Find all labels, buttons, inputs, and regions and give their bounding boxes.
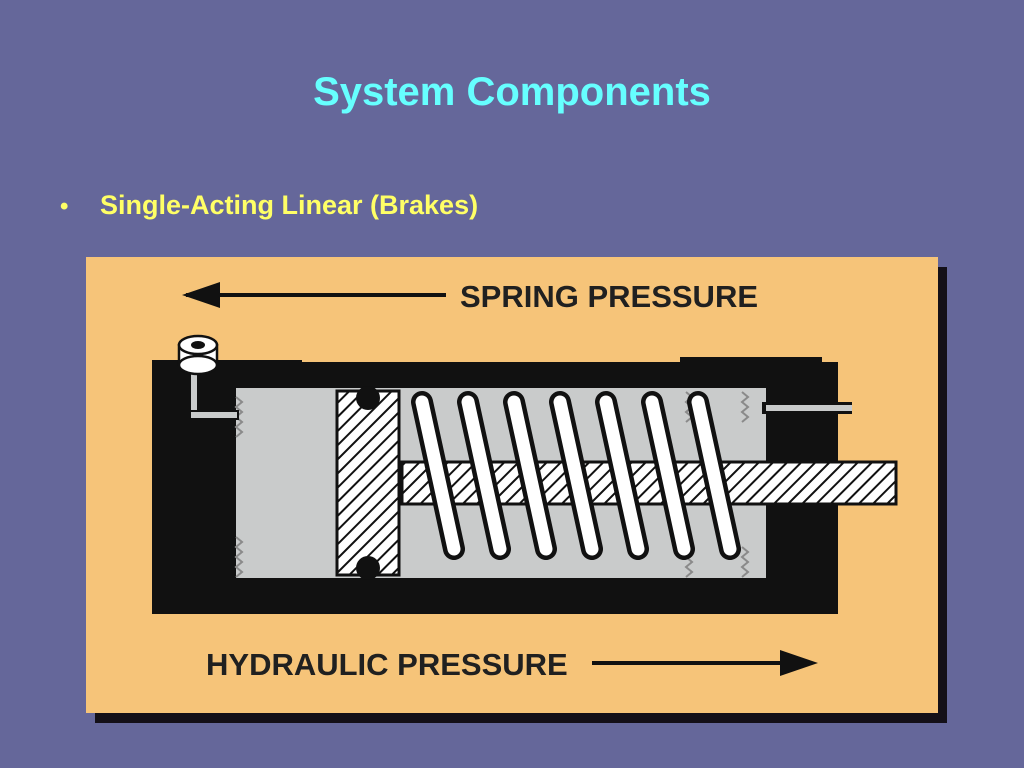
spring-pressure-label: SPRING PRESSURE bbox=[460, 279, 758, 314]
piston-seal-top bbox=[356, 386, 380, 410]
return-spring bbox=[411, 391, 741, 560]
slide-title: System Components bbox=[313, 70, 711, 114]
bullet-text: Single-Acting Linear (Brakes) bbox=[100, 190, 479, 220]
bullet-item: • Single-Acting Linear (Brakes) bbox=[60, 190, 478, 221]
bullet-marker: • bbox=[60, 193, 69, 220]
spring-pressure-arrow bbox=[182, 282, 446, 308]
hydraulic-pressure-label: HYDRAULIC PRESSURE bbox=[206, 647, 568, 682]
vent-port bbox=[762, 402, 852, 414]
piston-seal-bottom bbox=[356, 556, 380, 580]
hydraulic-pressure-arrow bbox=[592, 650, 818, 676]
bleeder-fitting bbox=[177, 334, 239, 420]
cylinder-diagram-svg: SPRING PRESSURE bbox=[152, 279, 898, 682]
cylinder-diagram: SPRING PRESSURE bbox=[86, 257, 938, 713]
piston-head bbox=[335, 389, 401, 577]
